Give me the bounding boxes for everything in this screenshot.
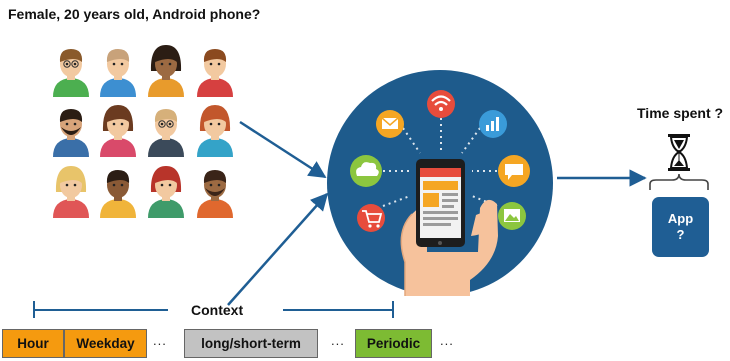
- context-box-periodic: Periodic: [355, 329, 432, 358]
- arrow-users-to-phone: [239, 120, 327, 179]
- person-avatar-icon: [100, 170, 136, 218]
- cart-icon: [357, 204, 385, 232]
- context-box-hour: Hour: [2, 329, 64, 358]
- user-avatar-grid: [53, 45, 233, 218]
- user-profile-question: Female, 20 years old, Android phone?: [8, 6, 261, 22]
- image-icon: [498, 202, 526, 230]
- app-box: App ?: [652, 197, 709, 257]
- person-avatar-icon: [197, 170, 233, 218]
- person-avatar-icon: [100, 49, 136, 97]
- arrow-context-to-phone: [227, 192, 329, 306]
- dotted-connectors: [382, 118, 498, 207]
- chat-icon: [498, 155, 530, 187]
- person-avatar-icon: [197, 49, 233, 97]
- bar-chart-icon: [479, 110, 507, 138]
- person-avatar-icon: [148, 166, 184, 218]
- app-box-shape: [652, 197, 709, 257]
- time-spent-label: Time spent ?: [637, 105, 724, 121]
- person-avatar-icon: [197, 105, 233, 157]
- wifi-icon: [427, 90, 455, 118]
- person-avatar-icon: [53, 109, 89, 157]
- app-box-label: App: [667, 211, 694, 226]
- person-avatar-icon: [148, 45, 184, 97]
- context-box-hour-label: Hour: [17, 336, 49, 351]
- brace: [649, 173, 709, 190]
- hourglass-icon: [668, 134, 690, 171]
- ellipsis-1: ...: [153, 333, 167, 348]
- context-box-long-short-term: long/short-term: [184, 329, 318, 358]
- ellipsis-3: ...: [440, 333, 454, 348]
- mail-icon: [376, 110, 404, 138]
- app-box-question: ?: [676, 227, 685, 242]
- cloud-icon: [350, 155, 382, 187]
- ellipsis-2: ...: [331, 333, 345, 348]
- context-box-weekday: Weekday: [64, 329, 147, 358]
- person-avatar-icon: [100, 105, 136, 157]
- person-avatar-icon: [53, 49, 89, 97]
- context-box-periodic-label: Periodic: [366, 336, 421, 351]
- context-label: Context: [191, 302, 244, 318]
- context-box-weekday-label: Weekday: [76, 336, 135, 351]
- context-box-long-short-term-label: long/short-term: [201, 336, 301, 351]
- smartphone-icon: [416, 159, 494, 247]
- person-avatar-icon: [148, 109, 184, 157]
- person-avatar-icon: [53, 166, 89, 218]
